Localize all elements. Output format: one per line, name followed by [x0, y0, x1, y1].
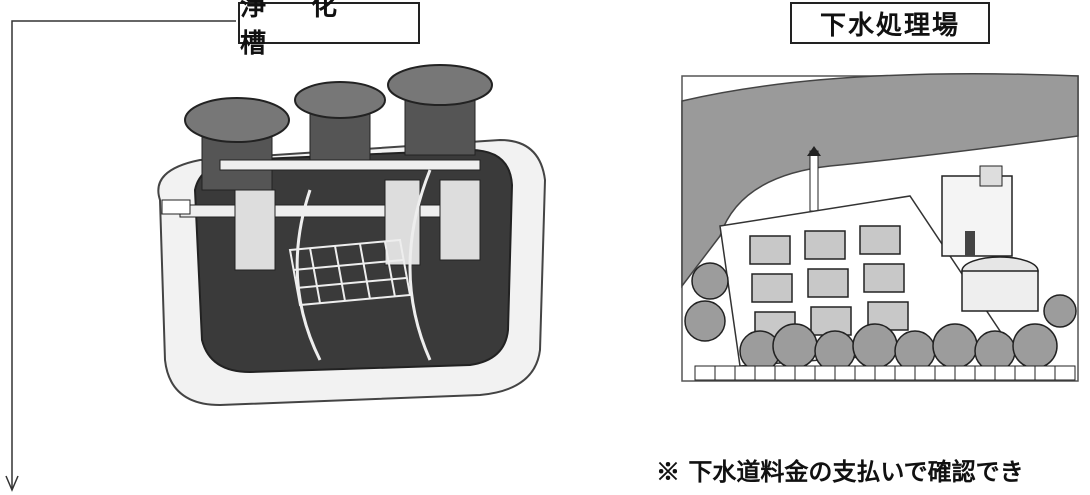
footnote-text: ※ 下水道料金の支払いで確認でき [656, 457, 1024, 486]
sewage-plant-label: 下水処理場 [790, 2, 990, 44]
sewage-treatment-plant-icon [681, 73, 1079, 382]
flow-arrow [5, 20, 236, 492]
septic-tank-cutaway-icon [157, 64, 547, 407]
septic-tank-label: 浄 化 槽 [238, 0, 420, 59]
